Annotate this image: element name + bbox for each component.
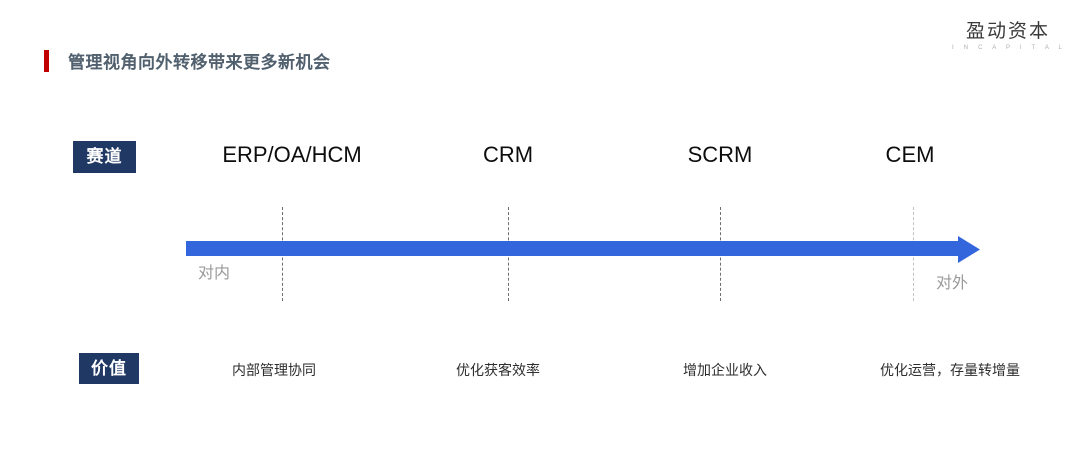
category-header-crm: CRM <box>482 142 534 167</box>
axis-caption-outer: 对外 <box>936 275 969 292</box>
brand-name-cn: 盈动资本 <box>965 20 1050 42</box>
value-text-scrm: 增加企业收入 <box>683 362 767 378</box>
brand-name-en: I N C A P I T A L <box>952 45 1067 51</box>
value-text-erp: 内部管理协同 <box>232 362 316 378</box>
row-label-track: 赛道 <box>73 141 136 173</box>
category-header-erp: ERP/OA/HCM <box>222 142 362 167</box>
brand-logo: 盈动资本 I N C A P I T A L <box>952 20 1067 52</box>
axis-caption-inner: 对内 <box>198 265 231 282</box>
category-header-scrm: SCRM <box>687 142 753 167</box>
row-label-value: 价值 <box>79 353 139 384</box>
page-title: 管理视角向外转移带来更多新机会 <box>68 53 331 72</box>
title-accent-bar <box>44 50 49 72</box>
direction-arrow-icon <box>186 236 980 263</box>
value-text-crm: 优化获客效率 <box>456 362 540 378</box>
value-text-cem: 优化运营，存量转增量 <box>880 362 1020 378</box>
category-header-cem: CEM <box>885 142 935 167</box>
